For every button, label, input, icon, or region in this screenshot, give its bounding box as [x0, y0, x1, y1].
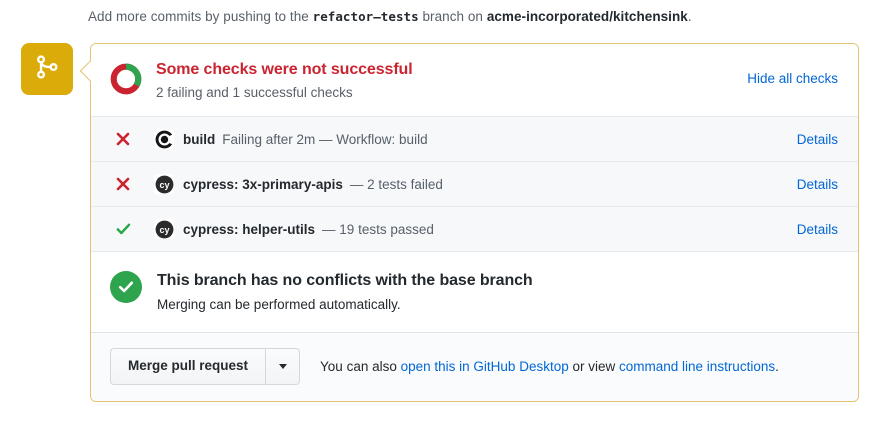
- check-description: Failing after 2m — Workflow: build: [222, 131, 428, 147]
- check-name: cypress: 3x-primary-apis: [183, 176, 343, 192]
- panel-pointer-notch: [79, 60, 91, 82]
- merge-pull-request-button[interactable]: Merge pull request: [110, 348, 266, 385]
- branch-name: refactor–tests: [312, 9, 419, 24]
- check-icon: [112, 222, 134, 236]
- table-row[interactable]: cy cypress: 3x-primary-apis — 2 tests fa…: [91, 161, 858, 206]
- conflict-title: This branch has no conflicts with the ba…: [157, 272, 533, 289]
- footer-note-prefix: You can also: [320, 359, 397, 374]
- circleci-icon: [154, 129, 174, 149]
- checks-subtitle: 2 failing and 1 successful checks: [156, 85, 353, 100]
- github-desktop-link[interactable]: open this in GitHub Desktop: [400, 359, 569, 374]
- hide-all-checks-link[interactable]: Hide all checks: [747, 71, 838, 86]
- merge-button-group: Merge pull request: [110, 348, 301, 385]
- footer-note: You can also open this in GitHub Desktop…: [320, 359, 779, 374]
- check-description: — 19 tests passed: [322, 221, 434, 237]
- merge-status-badge: [21, 43, 73, 95]
- footer-note-middle: or view: [572, 359, 616, 374]
- repository-name: acme-incorporated/kitchensink: [486, 9, 688, 24]
- merge-conflicts-section: This branch has no conflicts with the ba…: [91, 251, 858, 332]
- table-row[interactable]: cy cypress: helper-utils — 19 tests pass…: [91, 206, 858, 251]
- checks-header-text: Some checks were not successful 2 failin…: [156, 60, 747, 102]
- x-icon: [112, 132, 134, 146]
- git-merge-icon: [34, 54, 60, 85]
- check-circle-icon: [110, 271, 142, 303]
- details-link[interactable]: Details: [796, 221, 838, 237]
- check-name: cypress: helper-utils: [183, 221, 316, 237]
- commit-line-middle: branch on: [422, 9, 483, 24]
- details-link[interactable]: Details: [796, 131, 838, 147]
- chevron-down-icon: [278, 364, 287, 369]
- x-icon: [112, 177, 134, 191]
- checks-header: Some checks were not successful 2 failin…: [91, 44, 858, 116]
- commit-line-prefix: Add more commits by pushing to the: [88, 9, 309, 24]
- command-line-instructions-link[interactable]: command line instructions: [619, 359, 776, 374]
- footer-note-suffix: .: [775, 359, 779, 374]
- commit-line-suffix: .: [687, 9, 692, 24]
- cypress-icon: cy: [154, 219, 174, 239]
- commit-instruction-line: Add more commits by pushing to the refac…: [88, 9, 692, 24]
- conflict-text-block: This branch has no conflicts with the ba…: [157, 270, 533, 314]
- checks-title: Some checks were not successful: [156, 61, 413, 78]
- table-row[interactable]: build Failing after 2m — Workflow: build…: [91, 116, 858, 161]
- cypress-icon: cy: [154, 174, 174, 194]
- svg-text:cy: cy: [159, 179, 169, 189]
- merge-footer: Merge pull request You can also open thi…: [91, 332, 858, 401]
- checks-donut-chart: [109, 62, 143, 96]
- merge-options-dropdown-button[interactable]: [265, 348, 301, 385]
- svg-text:cy: cy: [159, 224, 169, 234]
- check-name: build: [183, 131, 216, 147]
- merge-status-panel: Some checks were not successful 2 failin…: [90, 43, 859, 402]
- details-link[interactable]: Details: [796, 176, 838, 192]
- check-description: — 2 tests failed: [349, 176, 443, 192]
- conflict-subtitle: Merging can be performed automatically.: [157, 297, 401, 312]
